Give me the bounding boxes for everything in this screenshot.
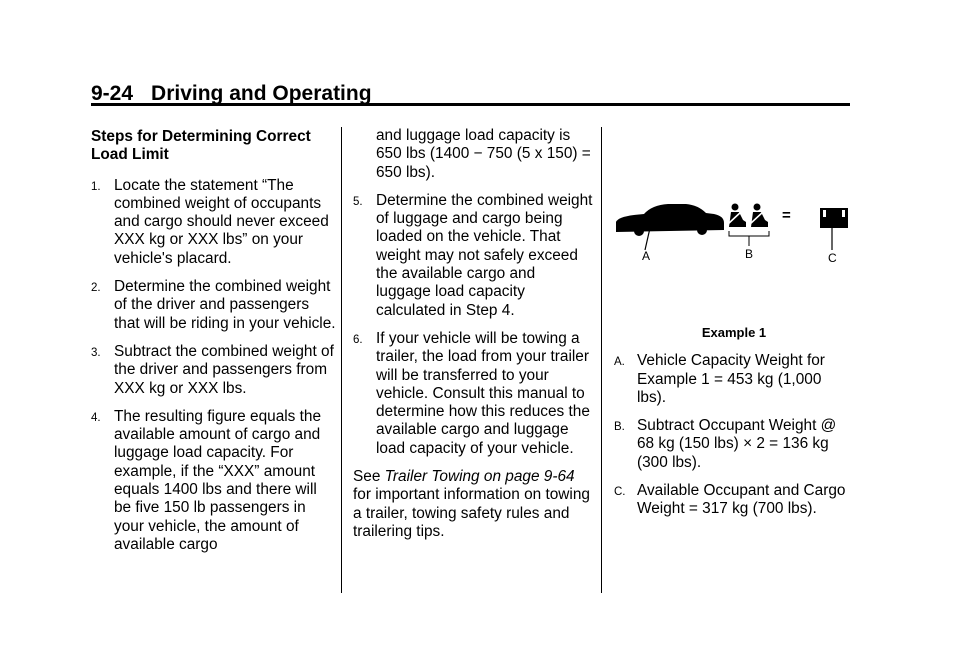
step-text: Determine the combined weight of the dri…	[114, 278, 336, 332]
legend-text: Subtract Occupant Weight @ 68 kg (150 lb…	[637, 417, 837, 471]
column-1: Steps for Determining Correct Load Limit…	[91, 128, 337, 564]
page-header: 9-24 Driving and Operating	[91, 82, 372, 106]
car-icon	[616, 204, 724, 251]
see-also-paragraph: See Trailer Towing on page 9-64 for impo…	[353, 468, 593, 541]
step-number: 3.	[91, 346, 101, 359]
equals-sign: =	[782, 207, 791, 224]
column-divider	[601, 127, 602, 593]
step-1: 1. Locate the statement “The combined we…	[91, 177, 337, 268]
column-2: and luggage load capacity is 650 lbs (14…	[353, 127, 593, 541]
step-number: 5.	[353, 195, 363, 208]
column-divider	[341, 127, 342, 593]
label-b: B	[745, 247, 753, 261]
legend-item-b: B. Subtract Occupant Weight @ 68 kg (150…	[614, 417, 854, 472]
figure-caption: Example 1	[701, 325, 767, 340]
step-3: 3. Subtract the combined weight of the d…	[91, 343, 337, 398]
step-text: Subtract the combined weight of the driv…	[114, 342, 334, 397]
step-text: Locate the statement “The combined weigh…	[114, 176, 329, 267]
cargo-icon	[820, 208, 848, 250]
cross-reference-link[interactable]: Trailer Towing on page 9-64	[384, 468, 575, 486]
step-text: If your vehicle will be towing a trailer…	[376, 329, 590, 457]
legend-letter: C.	[614, 486, 626, 499]
header-rule	[91, 103, 850, 106]
legend-text: Vehicle Capacity Weight for Example 1 = …	[637, 352, 825, 406]
legend-letter: B.	[614, 421, 625, 434]
legend-letter: A.	[614, 356, 625, 369]
step-text: Determine the combined weight of luggage…	[376, 191, 593, 319]
see-prefix: See	[353, 468, 385, 486]
step-text: The resulting figure equals the availabl…	[114, 407, 322, 553]
step-number: 4.	[91, 411, 101, 424]
page-number: 9-24	[91, 82, 134, 105]
step-5: 5. Determine the combined weight of lugg…	[353, 192, 593, 320]
legend-item-c: C. Available Occupant and Cargo Weight =…	[614, 482, 854, 519]
step-number: 6.	[353, 333, 363, 346]
step-number: 2.	[91, 282, 101, 295]
step-4-continuation: and luggage load capacity is 650 lbs (14…	[376, 127, 591, 181]
subheading: Steps for Determining Correct Load Limit	[91, 128, 311, 164]
section-title: Driving and Operating	[151, 82, 372, 105]
see-suffix: for important information on towing a tr…	[353, 486, 590, 540]
occupants-icon	[727, 203, 768, 227]
label-c: C	[828, 251, 837, 265]
legend-text: Available Occupant and Cargo Weight = 31…	[637, 482, 846, 518]
load-example-figure: A − B = C	[616, 203, 848, 265]
step-6: 6. If your vehicle will be towing a trai…	[353, 330, 593, 458]
minus-sign: −	[701, 207, 709, 223]
step-2: 2. Determine the combined weight of the …	[91, 278, 337, 333]
label-a: A	[642, 249, 650, 263]
step-4: 4. The resulting figure equals the avail…	[91, 408, 337, 554]
step-number: 1.	[91, 180, 101, 193]
column-3: Example 1 A. Vehicle Capacity Weight for…	[614, 324, 854, 529]
legend-item-a: A. Vehicle Capacity Weight for Example 1…	[614, 352, 854, 407]
